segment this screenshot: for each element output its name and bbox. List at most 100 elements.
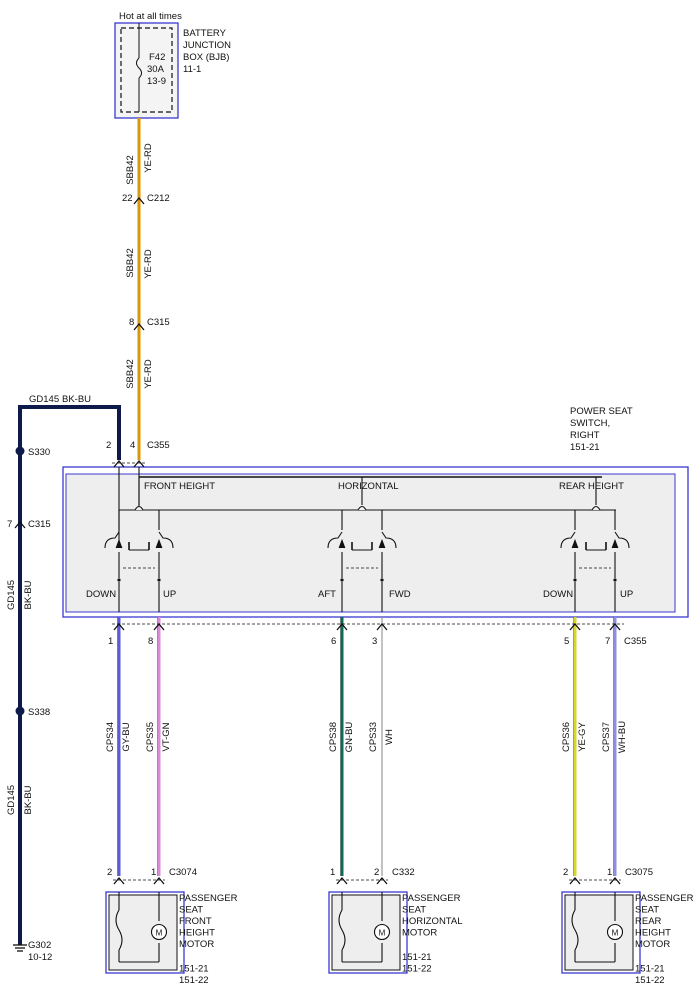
splice-s330-label: S330 [28, 447, 50, 458]
wire-circuit-label: CPS36 [561, 722, 572, 752]
motor-label-line: SEAT [402, 905, 426, 916]
wire-cps38: CPS38 GN-BU [328, 617, 355, 876]
motor-ref: 151-22 [635, 975, 665, 986]
motor-icon-glyph: M [612, 929, 619, 938]
bjb-title-ref: 11-1 [183, 64, 201, 75]
motor-icon [606, 923, 624, 941]
wire-color-label: WH [384, 729, 395, 745]
c355-bottom-pin-6: 6 [331, 636, 336, 647]
wire-color-label: VT-GN [161, 722, 172, 751]
wire-cps33: CPS33 WH [368, 617, 395, 876]
feed-seg2-color: YE-RD [143, 249, 154, 279]
bjb-title-2: JUNCTION [183, 40, 231, 51]
motor-frame-outer [328, 891, 408, 974]
motor-connector-name: C3075 [625, 867, 653, 878]
c355-bottom-pin-5: 5 [564, 636, 569, 647]
motor-label-line: HEIGHT [635, 928, 671, 939]
motor-connector-arrow-icon [336, 876, 348, 885]
wire-color-label: WH-BU [617, 721, 628, 753]
motor-label-line: MOTOR [635, 939, 670, 950]
motor-connector-arrow-icon [113, 876, 125, 885]
c315-ground-connector-symbol [14, 520, 26, 529]
motor-ref: 151-21 [635, 964, 665, 975]
motor-connector-arrow-icon [153, 876, 165, 885]
power-seat-switch: POWER SEAT SWITCH, RIGHT 151-21 2 4 C355… [62, 406, 689, 647]
ground-seg1-circuit: GD145 [6, 580, 17, 610]
c212-name: C212 [147, 193, 170, 204]
hot-at-all-times-note: Hot at all times [119, 11, 182, 22]
switch-title-ref: 151-21 [570, 442, 600, 453]
bjb-frame [114, 22, 179, 119]
feed-seg1-color: YE-RD [143, 143, 154, 173]
c355-top-pin-left: 2 [106, 440, 111, 451]
ground-wire-line [18, 405, 121, 945]
switch-title-3: RIGHT [570, 430, 600, 441]
motor-frame-outer [561, 891, 641, 974]
section-rear-height: REAR HEIGHT [559, 481, 624, 492]
wire-color-label: YE-GY [577, 722, 588, 752]
c315-feed-name: C315 [147, 317, 170, 328]
c355-top-name: C355 [147, 440, 170, 451]
motor-pin-left: 2 [563, 867, 568, 878]
motor-icon [150, 923, 168, 941]
motor-pin-right: 1 [151, 867, 156, 878]
ground-g302-ref: 10-12 [28, 952, 52, 963]
fuse-id: F42 [149, 52, 165, 63]
motor-icon-glyph: M [156, 929, 163, 938]
motor-ref: 151-22 [179, 975, 209, 986]
bjb-title-1: BATTERY [183, 28, 227, 39]
motor-connector-arrow-icon [376, 876, 388, 885]
motor-label-line: PASSENGER [179, 893, 238, 904]
motor-ref: 151-22 [402, 964, 432, 975]
c355-bottom-pin-3: 3 [372, 636, 377, 647]
bjb-inner-dashed [120, 27, 173, 113]
c355-top-arrow-left [113, 459, 125, 468]
fuse-rating: 30A [147, 64, 165, 75]
motor-thermal-icon [571, 909, 579, 951]
ground-symbol-icon [13, 944, 27, 952]
wire-color-label: GN-BU [344, 722, 355, 753]
switch-section-2-contacts [327, 477, 397, 612]
motor-label-line: SEAT [635, 905, 659, 916]
motor-label-line: FRONT [179, 916, 212, 927]
motor-thermal-icon [338, 909, 346, 951]
ground-top-circuit: GD145 [29, 394, 59, 405]
wire-circuit-label: CPS38 [328, 722, 339, 752]
c355-bottom-pin-1: 1 [108, 636, 113, 647]
switch-title-1: POWER SEAT [570, 406, 633, 417]
wire-circuit-label: CPS37 [601, 722, 612, 752]
c315-ground-pin: 7 [7, 519, 12, 530]
wire-circuit-label: CPS35 [145, 722, 156, 752]
motor-ref: 151-21 [179, 964, 209, 975]
motor-pin-right: 2 [374, 867, 379, 878]
splice-s338 [15, 706, 25, 716]
motor-thermal-icon [115, 909, 123, 951]
feed-seg2-circuit: SBB42 [125, 248, 136, 278]
wire-circuit-label: CPS33 [368, 722, 379, 752]
ground-seg1-color: BK-BU [23, 580, 34, 609]
fuse-f42-symbol [136, 57, 142, 79]
battery-junction-box: Hot at all times F42 30A 13-9 BATTERY JU… [114, 11, 231, 119]
motor-label-line: PASSENGER [402, 893, 461, 904]
motor-pin-right: 1 [607, 867, 612, 878]
motor-icon [373, 923, 391, 941]
feed-seg3-color: YE-RD [143, 359, 154, 389]
switch-frame-outer [62, 466, 689, 618]
ground-seg2-circuit: GD145 [6, 785, 17, 815]
position-aft: AFT [318, 589, 336, 600]
wire-cps37: CPS37 WH-BU [601, 617, 628, 876]
position-fwd: FWD [389, 589, 411, 600]
motor-frame-outer [105, 891, 185, 974]
position-rear-up: UP [620, 589, 633, 600]
section-horizontal: HORIZONTAL [338, 481, 399, 492]
position-front-up: UP [163, 589, 176, 600]
motor-connector-arrow-icon [609, 876, 621, 885]
c355-top-pin-right: 4 [130, 440, 135, 451]
